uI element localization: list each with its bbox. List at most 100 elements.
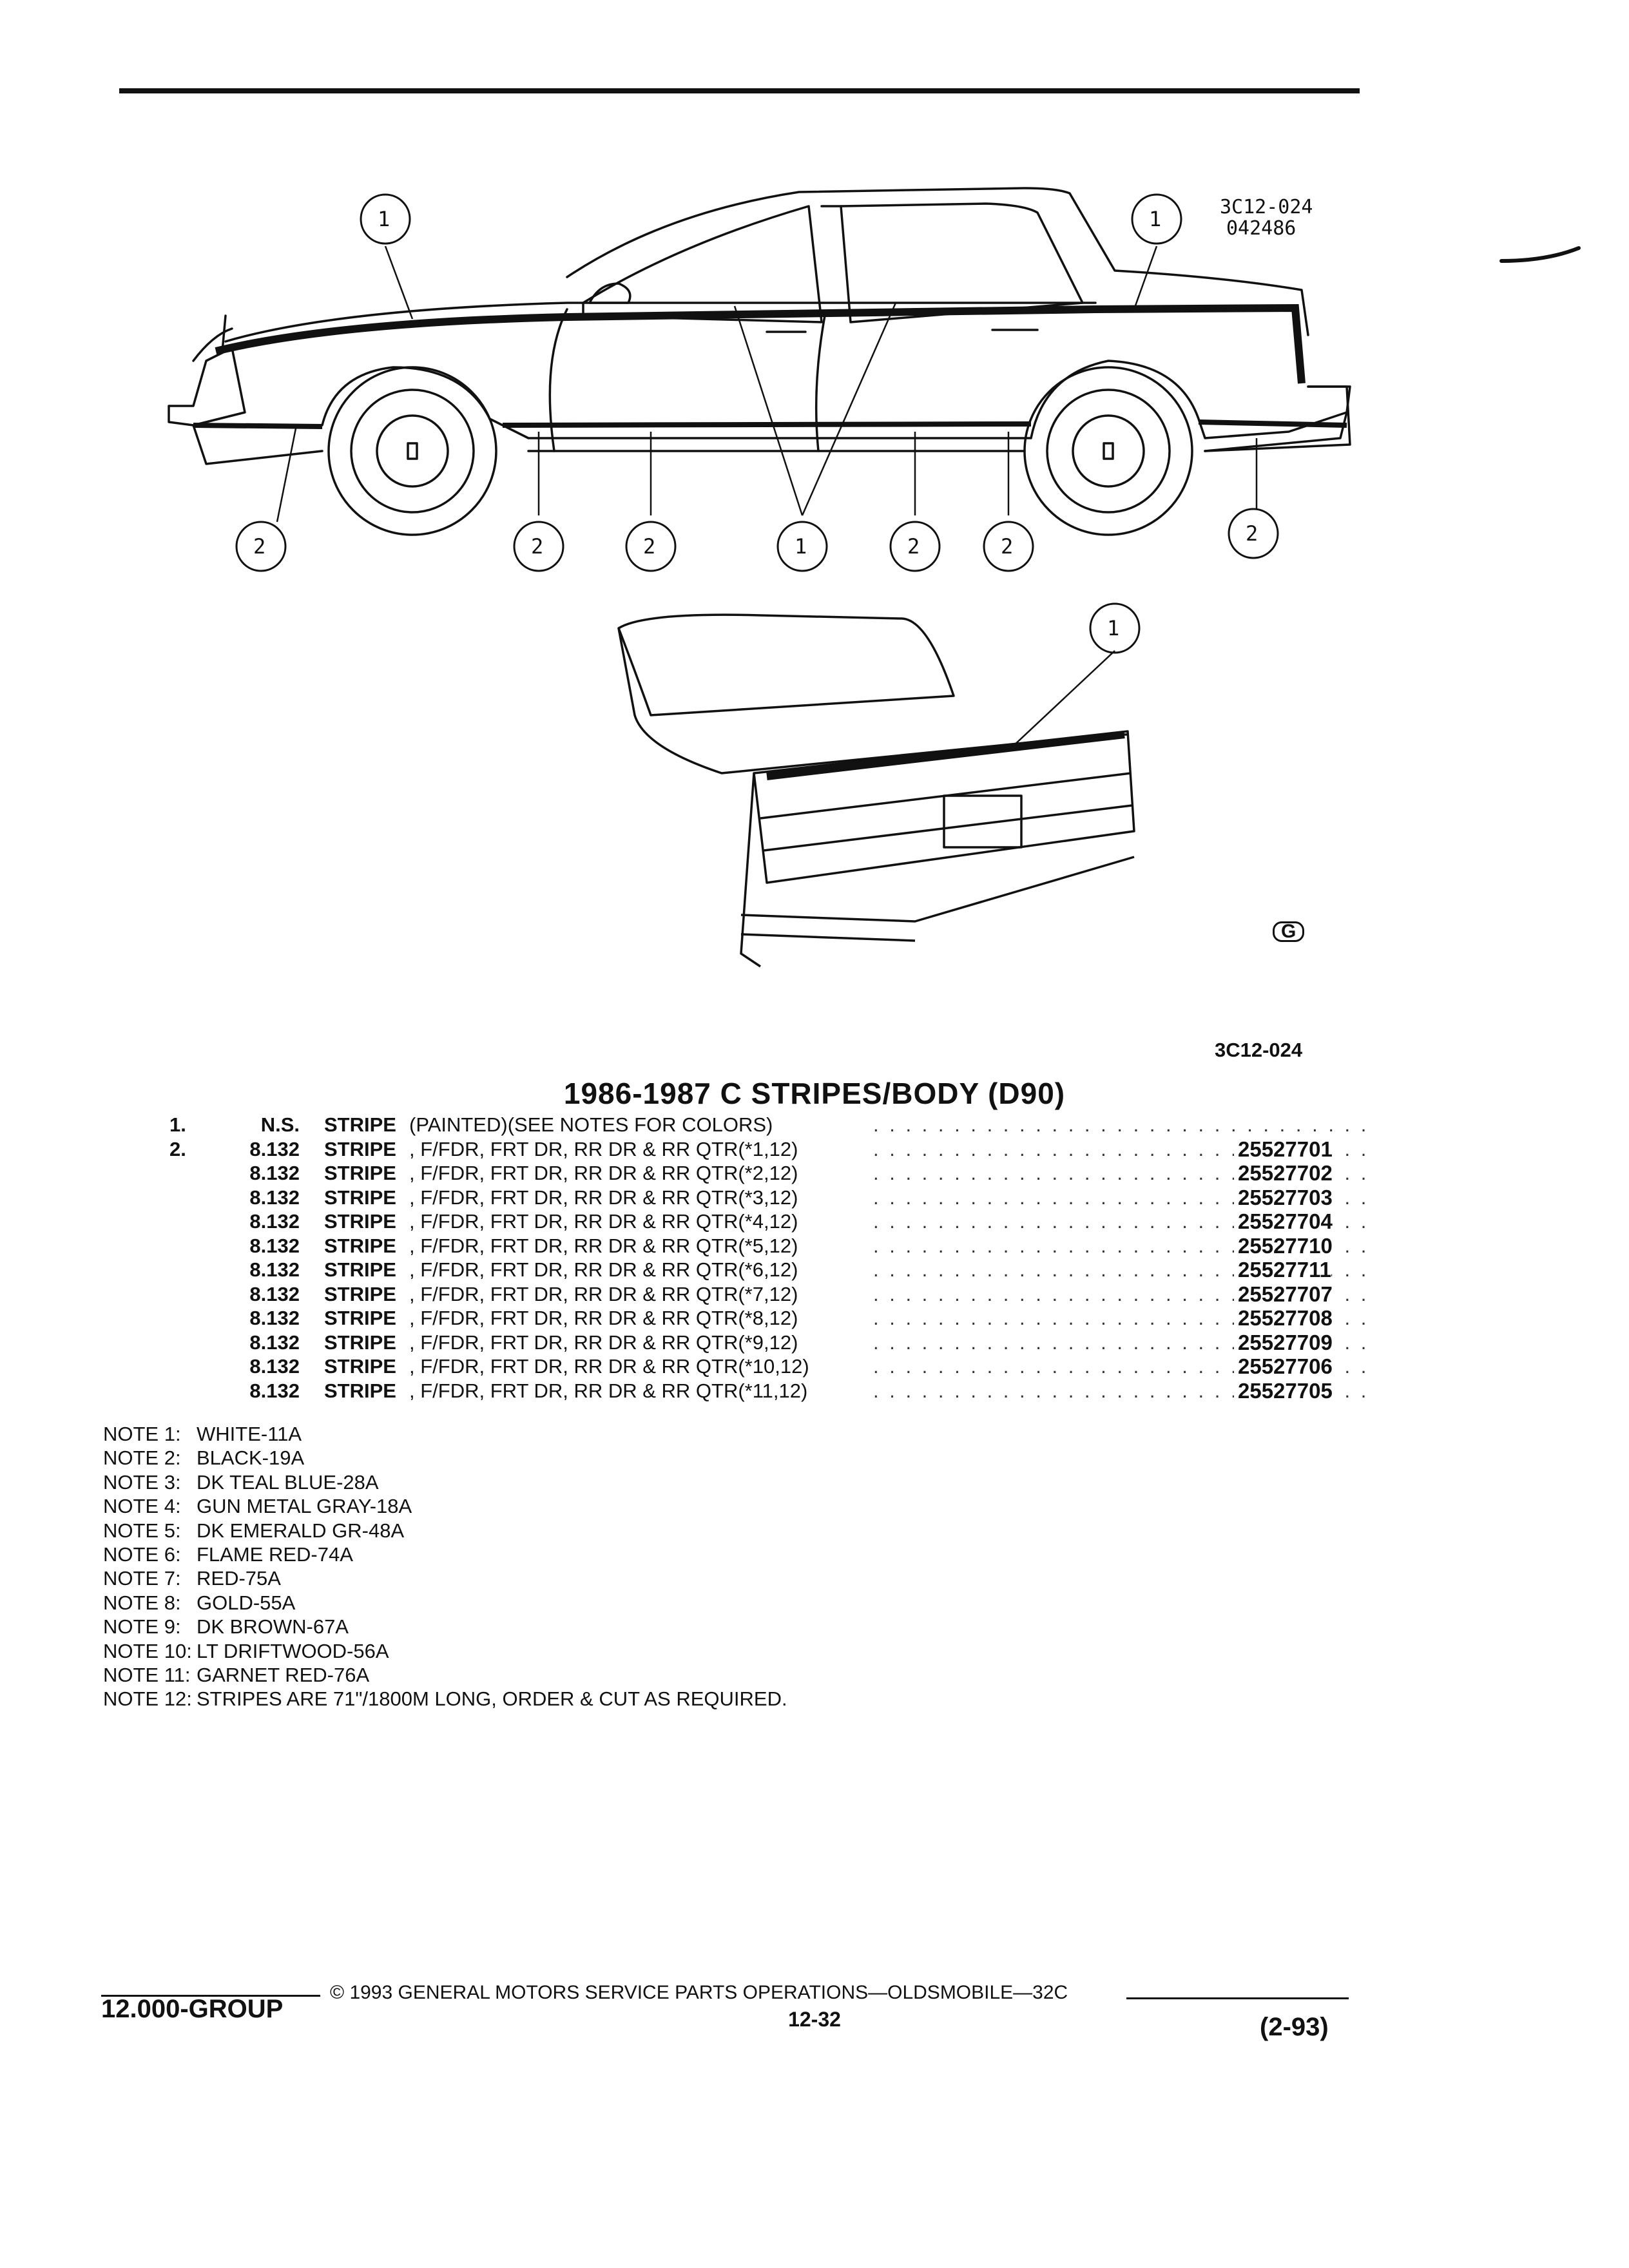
part-description: , F/FDR, FRT DR, RR DR & RR QTR(*1,12) bbox=[409, 1137, 804, 1161]
callout-label: 1 bbox=[378, 207, 390, 231]
part-number: 25527708 bbox=[1234, 1306, 1333, 1330]
part-item-number: 1. bbox=[169, 1113, 186, 1136]
part-code: 8.132 bbox=[249, 1258, 300, 1281]
part-code: 8.132 bbox=[249, 1186, 300, 1209]
rear-trunk bbox=[617, 628, 1128, 774]
part-name: STRIPE bbox=[324, 1307, 396, 1329]
note-label: NOTE 11: bbox=[103, 1664, 191, 1687]
callout-circle bbox=[360, 193, 411, 245]
figure-reference-bottom: 3C12-024 bbox=[1215, 1039, 1303, 1061]
part-name: STRIPE bbox=[324, 1162, 396, 1184]
part-number: 25527706 bbox=[1234, 1354, 1333, 1378]
car-front-bumper bbox=[168, 347, 246, 427]
callout-circle bbox=[625, 521, 677, 572]
note-text: LT DRIFTWOOD-56A bbox=[197, 1639, 389, 1662]
note-row: NOTE 4:GUN METAL GRAY-18A bbox=[103, 1494, 787, 1518]
leader-dots: . . . . . . . . . . . . . . . . . . . . … bbox=[873, 1113, 1369, 1136]
part-name: STRIPE bbox=[324, 1355, 396, 1378]
stripe-upper bbox=[215, 303, 1306, 384]
note-label: NOTE 3: bbox=[103, 1470, 181, 1494]
note-label: NOTE 5: bbox=[103, 1519, 181, 1542]
part-name: STRIPE bbox=[324, 1113, 396, 1136]
part-code: 8.132 bbox=[249, 1282, 300, 1305]
part-number: 25527702 bbox=[1234, 1161, 1333, 1185]
footer-group: 12.000-GROUP bbox=[101, 1995, 284, 2023]
part-name: STRIPE bbox=[324, 1210, 396, 1233]
callout-circle bbox=[1089, 602, 1141, 654]
part-description: , F/FDR, FRT DR, RR DR & RR QTR(*7,12) bbox=[409, 1282, 804, 1306]
note-text: DK EMERALD GR-48A bbox=[197, 1519, 405, 1542]
part-number: 25527704 bbox=[1234, 1209, 1333, 1233]
note-row: NOTE 9:DK BROWN-67A bbox=[103, 1615, 787, 1639]
part-code: 8.132 bbox=[249, 1210, 300, 1233]
part-code: 8.132 bbox=[249, 1234, 300, 1257]
callout-label: 1 bbox=[1107, 616, 1120, 640]
part-description: , F/FDR, FRT DR, RR DR & RR QTR(*8,12) bbox=[409, 1306, 804, 1330]
punch-mark bbox=[1499, 246, 1581, 263]
note-row: NOTE 8: GOLD-55A bbox=[103, 1591, 787, 1615]
rear-window bbox=[617, 613, 955, 716]
mirror bbox=[588, 282, 631, 304]
note-text: BLACK-19A bbox=[197, 1446, 305, 1470]
callout-circle bbox=[776, 521, 828, 572]
callout-circle bbox=[235, 521, 287, 572]
note-label: NOTE 7: bbox=[103, 1567, 181, 1590]
note-text: DK TEAL BLUE-28A bbox=[197, 1470, 379, 1494]
note-label: NOTE 8: bbox=[103, 1591, 181, 1614]
note-row: NOTE 7:RED-75A bbox=[103, 1566, 787, 1590]
footer-page-number: 12-32 bbox=[788, 2008, 841, 2031]
note-label: NOTE 10: bbox=[103, 1639, 192, 1662]
note-row: NOTE 6:FLAME RED-74A bbox=[103, 1542, 787, 1566]
footer-date: (2-93) bbox=[1260, 2013, 1329, 2041]
callout-circle bbox=[889, 521, 941, 572]
part-description: , F/FDR, FRT DR, RR DR & RR QTR(*2,12) bbox=[409, 1161, 804, 1185]
part-code: 8.132 bbox=[249, 1379, 300, 1402]
part-name: STRIPE bbox=[324, 1379, 396, 1402]
part-name: STRIPE bbox=[324, 1331, 396, 1354]
callout-label: 2 bbox=[531, 534, 544, 559]
note-text: WHITE-11A bbox=[197, 1423, 302, 1445]
part-description: , F/FDR, FRT DR, RR DR & RR QTR(*9,12) bbox=[409, 1330, 804, 1354]
callout-label: 2 bbox=[1001, 534, 1014, 559]
note-row: NOTE 5: DK EMERALD GR-48A bbox=[103, 1519, 787, 1542]
note-text: GOLD-55A bbox=[197, 1591, 296, 1614]
part-number: 25527709 bbox=[1234, 1330, 1333, 1354]
callout-circle bbox=[1131, 193, 1182, 245]
callout-circle bbox=[983, 521, 1034, 572]
part-name: STRIPE bbox=[324, 1137, 396, 1160]
note-label: NOTE 1: bbox=[103, 1423, 181, 1445]
part-code: 8.132 bbox=[249, 1162, 300, 1184]
stripe-lower bbox=[193, 419, 1347, 429]
footer-rule-right bbox=[1126, 1997, 1349, 1999]
note-text: GARNET RED-76A bbox=[197, 1664, 370, 1687]
part-number: 25527711 bbox=[1234, 1258, 1332, 1282]
car-lower-body bbox=[244, 360, 1351, 439]
note-row: NOTE 3: DK TEAL BLUE-28A bbox=[103, 1470, 787, 1494]
part-number: 25527707 bbox=[1234, 1282, 1333, 1306]
note-label: NOTE 12: bbox=[103, 1687, 192, 1711]
part-number: 25527703 bbox=[1234, 1185, 1333, 1209]
part-description: , F/FDR, FRT DR, RR DR & RR QTR(*6,12) bbox=[409, 1258, 804, 1282]
note-row: NOTE 12:STRIPES ARE 71"/1800M LONG, ORDE… bbox=[103, 1687, 787, 1711]
callout-label: 2 bbox=[253, 534, 266, 559]
rear-wheel bbox=[1023, 366, 1193, 536]
part-description: , F/FDR, FRT DR, RR DR & RR QTR(*3,12) bbox=[409, 1185, 804, 1209]
part-description: , F/FDR, FRT DR, RR DR & RR QTR(*11,12) bbox=[409, 1378, 813, 1403]
note-row: NOTE 1: WHITE-11A bbox=[103, 1422, 787, 1446]
part-code: 8.132 bbox=[249, 1137, 300, 1160]
car-door-cut-rear bbox=[815, 314, 826, 452]
part-name: STRIPE bbox=[324, 1258, 396, 1281]
note-label: NOTE 6: bbox=[103, 1543, 181, 1566]
callout-label: 2 bbox=[1246, 521, 1258, 546]
note-label: NOTE 4: bbox=[103, 1495, 181, 1518]
part-description: , F/FDR, FRT DR, RR DR & RR QTR(*5,12) bbox=[409, 1233, 804, 1258]
